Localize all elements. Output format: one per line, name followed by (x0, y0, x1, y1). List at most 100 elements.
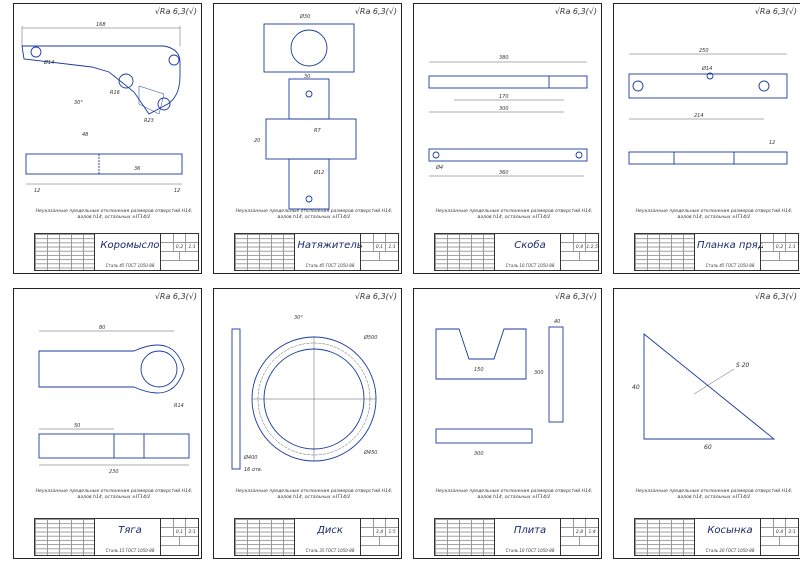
material-label: Сталь 45 ГОСТ 1050-88 (105, 263, 155, 268)
title-block-grid (435, 519, 495, 555)
roughness-mark: √Ra 6,3(√) (354, 292, 397, 301)
scale-value: 1:1 (388, 245, 396, 250)
tolerance-note: Неуказанные предельные отклонения размер… (635, 489, 793, 500)
mass-value: 0,2 (174, 243, 187, 251)
part-drawing: 150 300 300 40 (435, 319, 564, 457)
part-title: Диск (317, 525, 343, 536)
mass-value: 0,4 (574, 243, 587, 251)
part-title: Плита (513, 525, 547, 536)
scale-value: 1:1 (188, 245, 196, 250)
title-block-grid (435, 234, 495, 270)
part-title: Натяжитель (297, 240, 363, 251)
mass-value: 2,8 (574, 528, 587, 536)
svg-text:12: 12 (174, 188, 180, 194)
material-label: Сталь 10 ГОСТ 1050-88 (505, 263, 555, 268)
title-block-grid (35, 234, 95, 270)
scale-value: 1:5 (388, 530, 396, 535)
svg-text:R7: R7 (314, 128, 321, 134)
svg-text:30°: 30° (294, 315, 303, 321)
svg-text:Ø4: Ø4 (435, 164, 443, 171)
svg-text:168: 168 (96, 22, 106, 28)
svg-text:Ø14: Ø14 (43, 59, 54, 66)
material-label: Сталь 35 ГОСТ 1050-88 (305, 548, 355, 553)
title-block-grid (35, 519, 95, 555)
material-label: Сталь 20 ГОСТ 1050-88 (705, 548, 755, 553)
part-title: Тяга (118, 525, 142, 536)
svg-text:Ø12: Ø12 (313, 169, 324, 176)
svg-text:170: 170 (499, 94, 509, 100)
svg-text:300: 300 (474, 451, 484, 457)
svg-text:Ø14: Ø14 (701, 65, 712, 72)
svg-text:40: 40 (632, 384, 640, 391)
tolerance-note: Неуказанные предельные отклонения размер… (235, 489, 393, 500)
svg-text:Ø30: Ø30 (299, 13, 310, 20)
title-block-grid (235, 234, 295, 270)
svg-text:40: 40 (554, 319, 560, 325)
mass-value: 0,1 (174, 528, 187, 536)
svg-text:S 20: S 20 (736, 362, 750, 369)
tolerance-note: Неуказанные предельные отклонения размер… (35, 209, 193, 220)
part-title: Коромысло (100, 240, 160, 251)
roughness-mark: √Ra 6,3(√) (154, 7, 197, 16)
title-block-grid (635, 519, 695, 555)
tolerance-note: Неуказанные предельные отклонения размер… (435, 489, 593, 500)
svg-text:30°: 30° (74, 100, 83, 106)
svg-text:300: 300 (534, 370, 544, 376)
svg-text:R16: R16 (110, 90, 120, 96)
svg-text:R23: R23 (144, 118, 154, 124)
drawing-sheet: S 20 40 60 √Ra 6,3(√) Неуказанные предель… (613, 288, 800, 559)
scale-value: 1:4 (588, 530, 596, 535)
svg-text:50: 50 (74, 423, 80, 429)
roughness-mark: √Ra 6,3(√) (154, 292, 197, 301)
svg-text:48: 48 (82, 132, 88, 138)
svg-text:30: 30 (304, 74, 310, 80)
svg-text:20: 20 (254, 138, 260, 144)
part-title: Скоба (514, 240, 546, 251)
scale-value: 2:1 (788, 530, 796, 535)
svg-text:214: 214 (694, 113, 704, 119)
svg-text:36: 36 (134, 166, 140, 172)
svg-text:12: 12 (34, 188, 40, 194)
mass-value: 3,4 (374, 528, 387, 536)
title-block-grid (235, 519, 295, 555)
roughness-mark: √Ra 6,3(√) (554, 7, 597, 16)
mass-value: 0,2 (774, 243, 787, 251)
mass-value: 0,4 (774, 528, 787, 536)
svg-text:Ø450: Ø450 (363, 449, 377, 456)
svg-text:80: 80 (99, 325, 105, 331)
svg-text:60: 60 (704, 444, 712, 451)
part-title: Косынка (707, 525, 753, 536)
material-label: Сталь 45 ГОСТ 1050-88 (305, 263, 355, 268)
roughness-mark: √Ra 6,3(√) (754, 292, 797, 301)
roughness-mark: √Ra 6,3(√) (354, 7, 397, 16)
tolerance-note: Неуказанные предельные отклонения размер… (435, 209, 593, 220)
svg-text:Ø400: Ø400 (243, 454, 257, 461)
svg-text:150: 150 (474, 367, 484, 373)
material-label: Сталь 15 ГОСТ 1050-88 (105, 548, 155, 553)
